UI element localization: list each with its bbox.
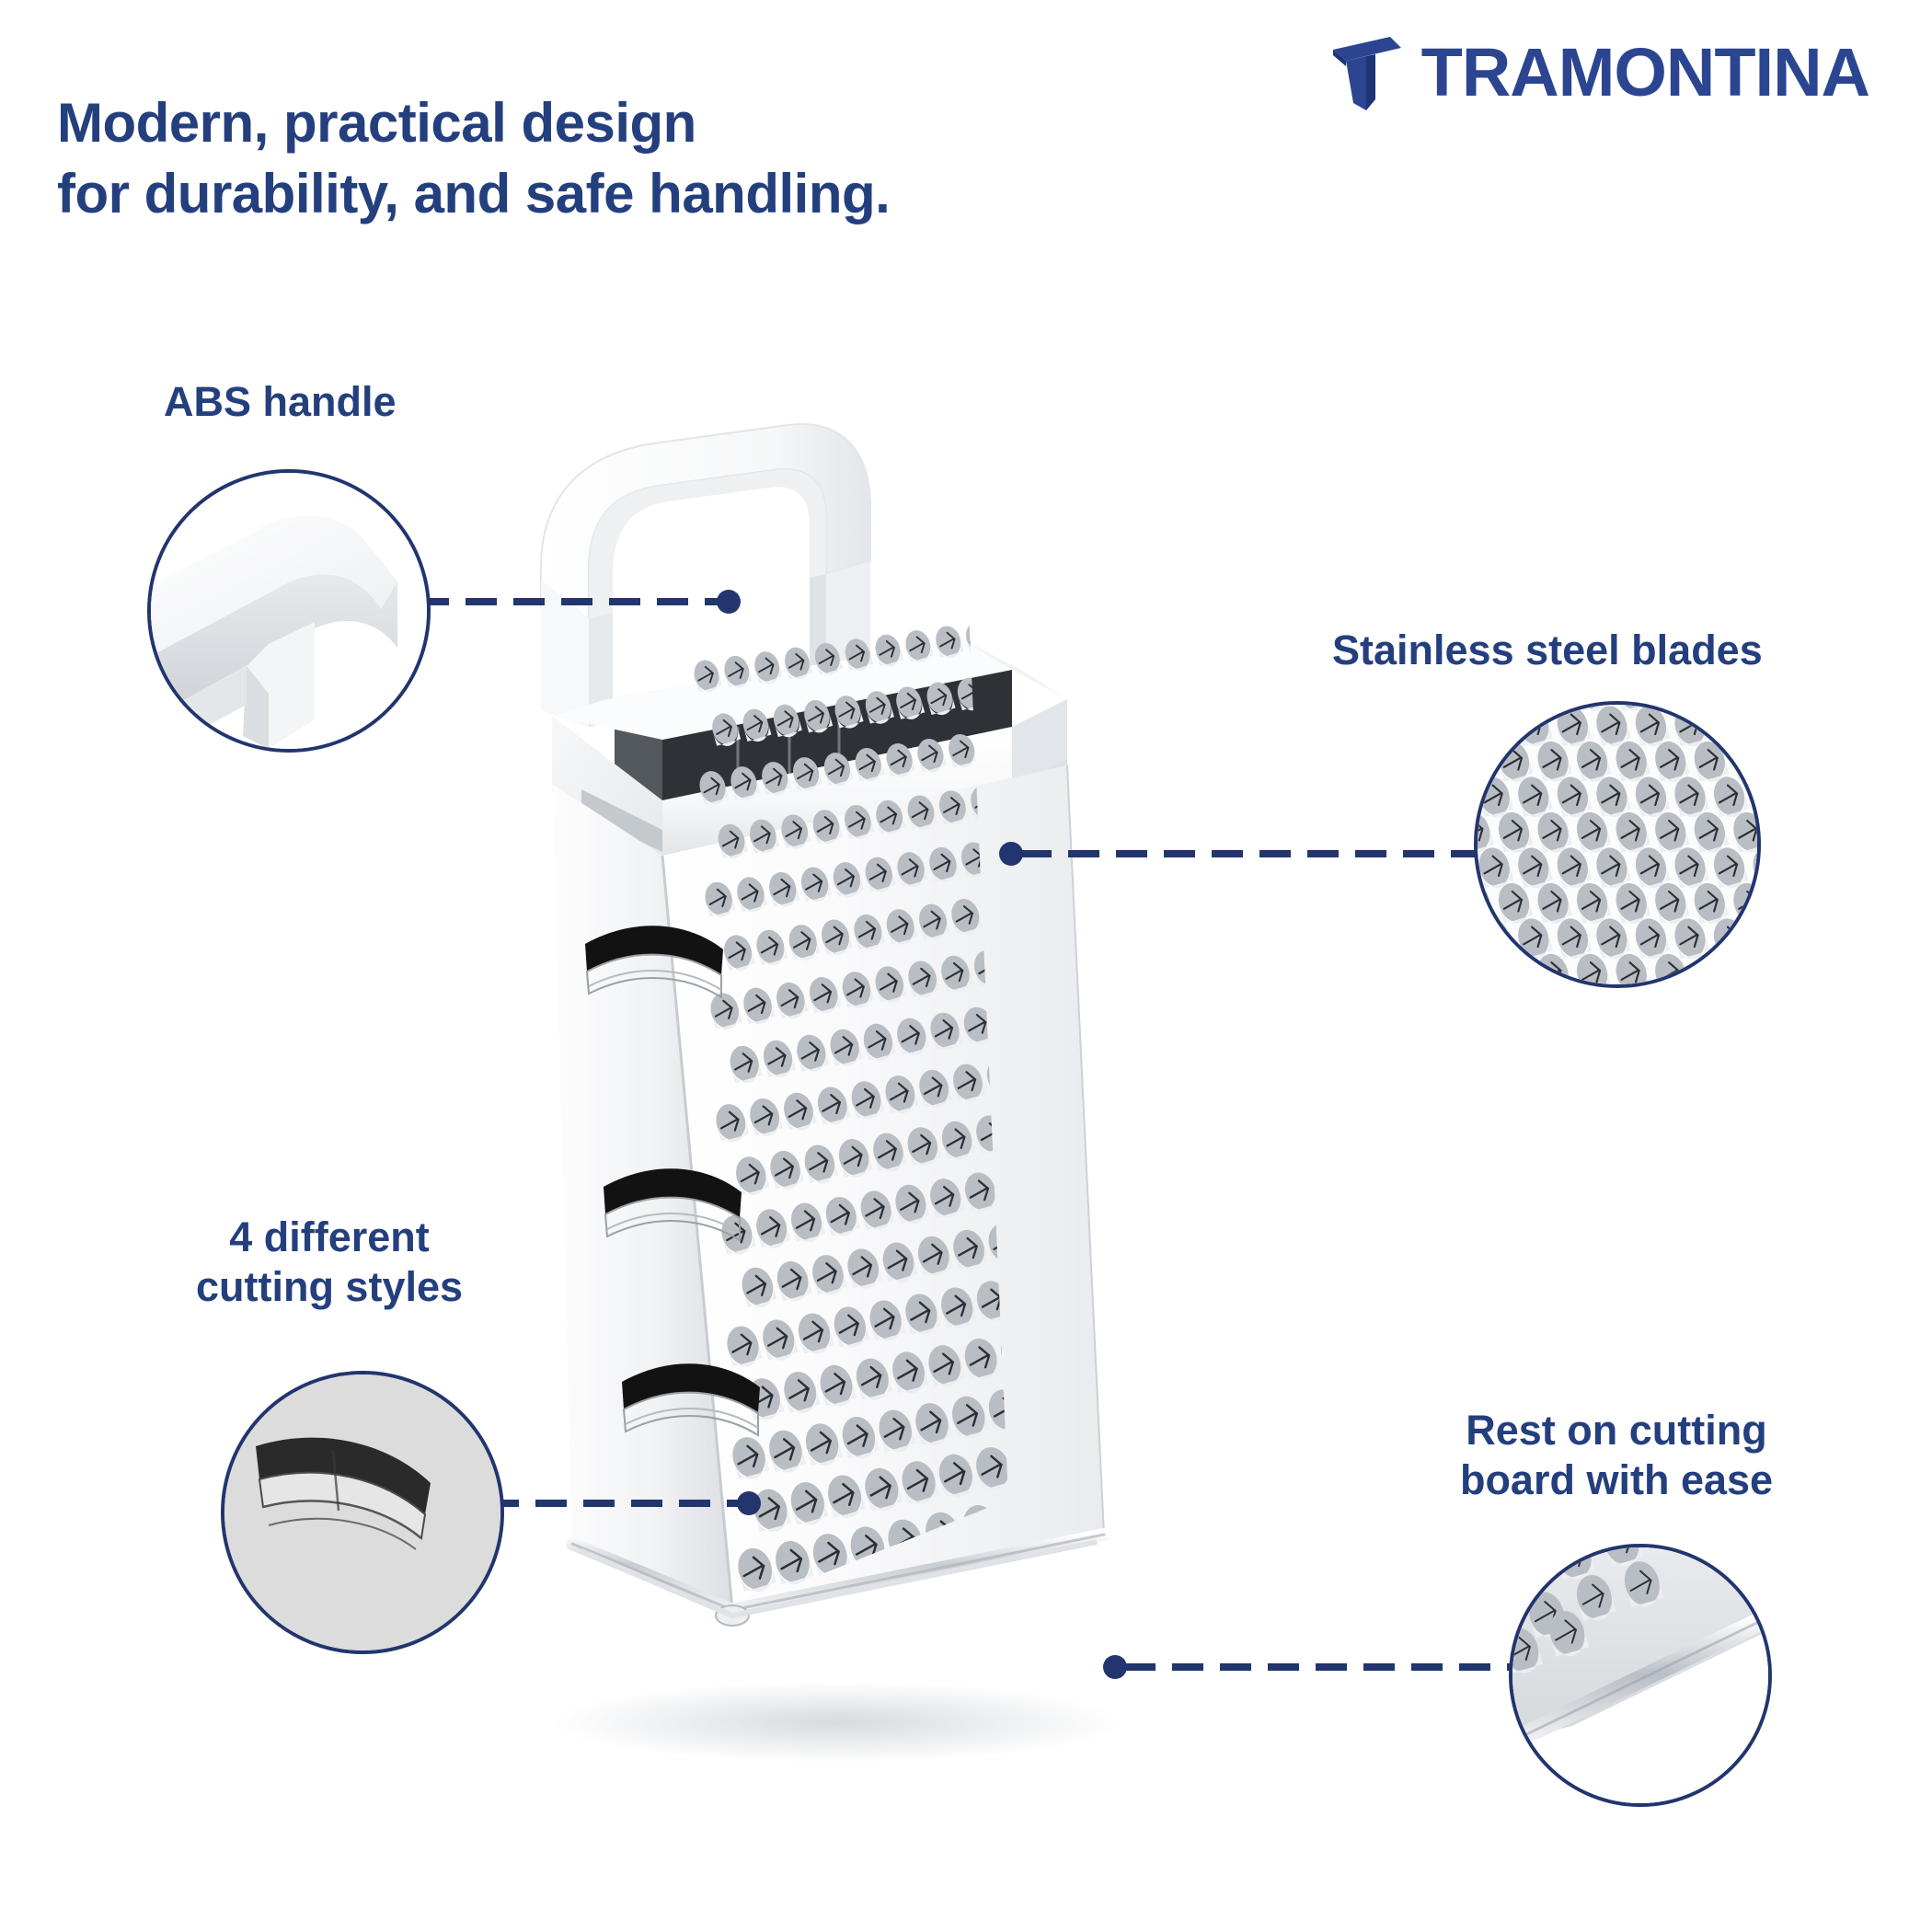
callout-label-abs-handle: ABS handle xyxy=(164,378,397,425)
connector-cutting-styles xyxy=(486,1485,762,1522)
slicer-blade-closeup-image xyxy=(224,1374,500,1650)
connector-rest-on-board xyxy=(1102,1649,1535,1685)
base-rim-closeup-image xyxy=(1512,1547,1768,1803)
callout-circle-rest-on-board xyxy=(1509,1544,1772,1807)
callout-line-1: Rest on cutting xyxy=(1466,1407,1767,1454)
brand-wordmark: TRAMONTINA xyxy=(1420,34,1870,110)
callout-line-2: cutting styles xyxy=(195,1263,464,1310)
callout-line-2: board with ease xyxy=(1459,1456,1774,1503)
callout-line-1: 4 different xyxy=(229,1213,430,1260)
connector-abs-handle xyxy=(416,583,747,620)
box-grater-illustration xyxy=(539,423,1122,1763)
slicer-blade-2 xyxy=(604,1168,742,1242)
slicer-blade-3 xyxy=(622,1363,760,1437)
connector-stainless-blades xyxy=(998,835,1495,872)
callout-circle-stainless-blades xyxy=(1474,701,1761,988)
collar-slot xyxy=(581,789,662,852)
callout-circle-abs-handle xyxy=(147,469,431,753)
abs-handle-closeup-image xyxy=(151,473,427,749)
tramontina-t-mark-icon xyxy=(1332,37,1401,110)
callout-label-stainless-blades: Stainless steel blades xyxy=(1332,627,1763,673)
slicer-blade-1 xyxy=(585,926,723,999)
callout-circle-cutting-styles xyxy=(221,1371,504,1654)
grating-surface-closeup-image xyxy=(1478,705,1757,984)
brand-logo: TRAMONTINA xyxy=(1329,34,1870,110)
product-image-box-grater xyxy=(497,423,1472,1822)
page-title: Modern, practical design for durability,… xyxy=(57,92,891,224)
